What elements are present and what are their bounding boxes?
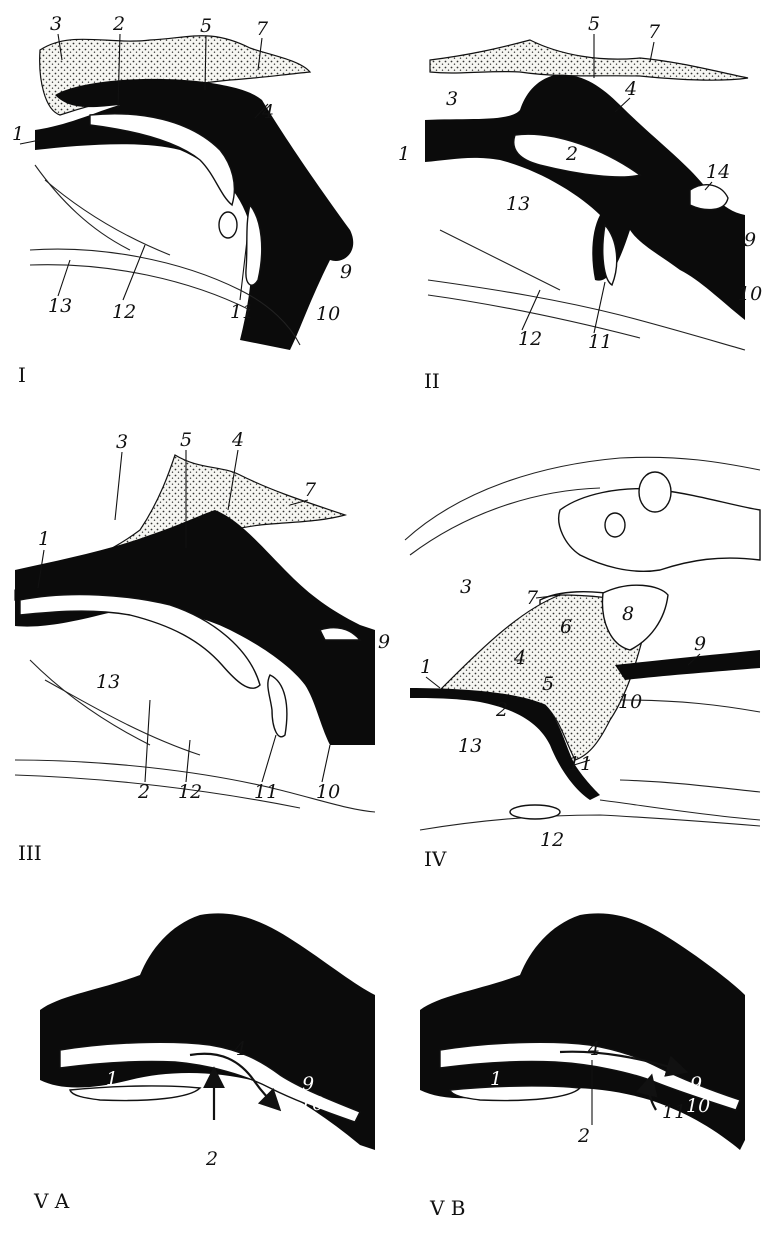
anatomy-label-13: 13 (96, 671, 120, 693)
tongue-outline-2 (428, 280, 745, 350)
anatomy-label-12: 12 (112, 301, 136, 323)
panel-3-roman: III (18, 841, 42, 865)
anatomy-label-9: 9 (378, 631, 390, 653)
anatomy-label-4: 4 (624, 78, 637, 100)
oral-channel-5b (450, 1086, 580, 1101)
anatomy-label-14: 14 (706, 161, 730, 183)
panel-4-roman: IV (424, 847, 447, 871)
anatomy-label-3: 3 (460, 576, 472, 598)
anatomy-label-9: 9 (690, 1073, 702, 1095)
panel-5b-roman: V B (429, 1196, 466, 1220)
panel-2-roman: II (424, 369, 440, 393)
anatomy-label-7: 7 (256, 18, 269, 40)
neck-outline-4 (420, 815, 760, 830)
anatomy-label-7: 7 (304, 479, 317, 501)
anatomy-label-12: 12 (178, 781, 202, 803)
anatomy-label-5: 5 (180, 429, 192, 451)
anatomy-label-4: 4 (233, 1038, 246, 1060)
anatomy-label-9: 9 (340, 261, 352, 283)
tube-opening-2 (690, 185, 728, 210)
anatomy-label-13: 13 (506, 193, 530, 215)
anatomy-label-9: 9 (744, 229, 756, 251)
pharynx-1 (35, 79, 353, 350)
anatomy-label-5: 5 (200, 15, 212, 37)
anatomy-label-13: 13 (458, 735, 482, 757)
anatomy-label-11: 11 (588, 331, 612, 353)
anatomy-label-2: 2 (112, 13, 125, 35)
anatomy-label-2: 2 (205, 1148, 218, 1170)
anatomy-label-5: 5 (542, 673, 554, 695)
panel-2: 5 7 3 4 1 2 14 13 9 12 11 10 II (398, 13, 762, 393)
anatomy-label-11: 11 (568, 753, 592, 775)
anatomy-label-10: 10 (316, 303, 340, 325)
anatomy-label-1: 1 (106, 1068, 118, 1090)
anatomy-label-12: 12 (518, 328, 542, 350)
anatomy-label-5: 5 (588, 13, 600, 35)
anatomy-label-10: 10 (686, 1095, 710, 1117)
anatomy-label-9: 9 (694, 633, 706, 655)
hyoid-4 (510, 805, 560, 819)
anatomy-label-11: 11 (230, 301, 254, 323)
anatomy-label-2: 2 (565, 143, 578, 165)
anatomy-label-4: 4 (513, 647, 526, 669)
anatomy-label-10: 10 (300, 1093, 324, 1115)
anatomy-label-10: 10 (738, 283, 762, 305)
anatomy-label-1: 1 (420, 656, 432, 678)
panel-5b: 4 1 9 11 2 10 V B (420, 913, 745, 1220)
panel-4: 3 7 8 6 9 1 4 5 2 10 13 11 12 IV (405, 457, 760, 871)
anatomy-label-1: 1 (38, 528, 50, 550)
anatomy-label-4: 4 (231, 429, 244, 451)
anatomy-label-4: 4 (587, 1038, 600, 1060)
anatomy-label-1: 1 (398, 143, 410, 165)
anatomy-label-10: 10 (618, 691, 642, 713)
anatomy-label-1: 1 (490, 1068, 502, 1090)
oral-channel-5a (70, 1086, 200, 1101)
panel-1: 3 2 5 7 4 1 13 12 11 9 10 I (12, 13, 353, 387)
panel-3: 3 5 4 7 1 9 13 2 12 11 10 III (15, 429, 390, 865)
anatomy-label-9: 9 (302, 1073, 314, 1095)
anatomy-label-13: 13 (48, 295, 72, 317)
anatomy-label-3: 3 (50, 13, 62, 35)
anatomy-label-2: 2 (137, 781, 150, 803)
panel-5a-roman: V A (33, 1189, 70, 1213)
anatomy-label-8: 8 (622, 603, 634, 625)
skull-base-2 (430, 40, 748, 80)
anatomy-label-2: 2 (495, 699, 508, 721)
anatomy-label-11: 11 (254, 781, 278, 803)
anatomy-label-12: 12 (540, 829, 564, 851)
panel-1-roman: I (18, 363, 26, 387)
anatomy-label-1: 1 (12, 123, 24, 145)
anatomy-label-6: 6 (560, 616, 572, 638)
anatomy-label-7: 7 (648, 21, 661, 43)
anatomy-label-10: 10 (316, 781, 340, 803)
epiglottis-1 (219, 212, 237, 238)
panel-5a: 4 1 9 2 10 V A (33, 913, 375, 1213)
silhouette-5a (40, 913, 375, 1150)
anatomy-label-3: 3 (116, 431, 128, 453)
anatomy-label-2: 2 (577, 1125, 590, 1147)
anatomy-label-11: 11 (662, 1101, 686, 1123)
anatomy-label-3: 3 (446, 88, 458, 110)
